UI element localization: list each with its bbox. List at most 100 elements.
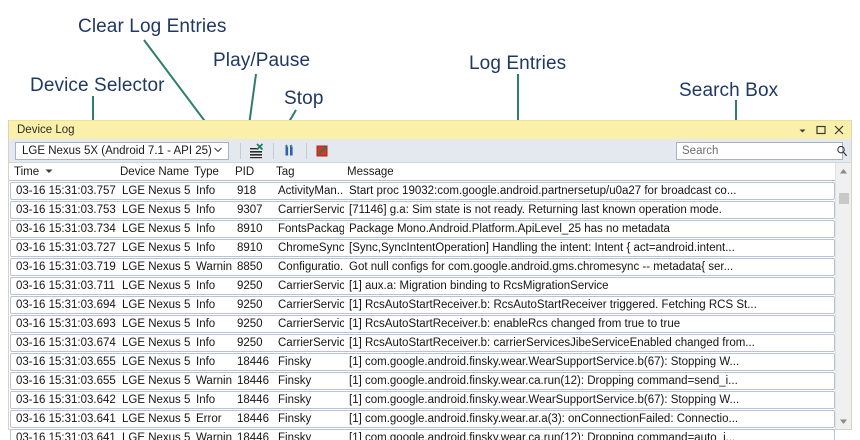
cell-time: 03-16 15:31:03.674 xyxy=(16,337,116,349)
cell-type: Info xyxy=(196,356,216,368)
vertical-scrollbar[interactable] xyxy=(835,163,851,429)
cell-time: 03-16 15:31:03.753 xyxy=(16,204,116,216)
scroll-up-icon[interactable] xyxy=(836,163,852,179)
cell-tag: Finsky xyxy=(278,413,312,425)
window-menu-caret-icon[interactable] xyxy=(797,125,808,136)
cell-pid: 18446 xyxy=(237,413,269,425)
cell-pid: 18446 xyxy=(237,394,269,406)
chevron-down-icon xyxy=(212,147,225,155)
cell-time: 03-16 15:31:03.719 xyxy=(16,261,116,273)
cell-message: [71146] g.a: Sim state is not ready. Ret… xyxy=(349,204,722,216)
cell-device-name: LGE Nexus 5X xyxy=(122,299,191,311)
cell-type: Info xyxy=(196,280,216,292)
cell-device-name: LGE Nexus 5X xyxy=(122,337,191,349)
search-box[interactable] xyxy=(676,142,848,160)
search-icon[interactable] xyxy=(836,145,848,157)
device-log-pane: Device Log LGE Nexus 5X xyxy=(8,120,852,440)
cell-tag: ChromeSync xyxy=(278,242,344,254)
pane-titlebar: Device Log xyxy=(9,120,851,139)
cell-message: Start proc 19032:com.google.android.part… xyxy=(349,185,737,197)
cell-time: 03-16 15:31:03.655 xyxy=(16,356,116,368)
toolbar-separator-2 xyxy=(272,142,274,159)
cell-tag: Configuratio... xyxy=(278,261,344,273)
cell-message: Package Mono.Android.Platform.ApiLevel_2… xyxy=(349,223,670,235)
clear-log-entries-button[interactable] xyxy=(246,141,266,160)
cell-message: [1] RcsAutoStartReceiver.b: carrierServi… xyxy=(349,337,755,349)
cell-device-name: LGE Nexus 5X xyxy=(122,413,191,425)
close-icon[interactable] xyxy=(833,125,844,136)
stop-button[interactable] xyxy=(312,141,332,160)
cell-pid: 8910 xyxy=(237,223,263,235)
cell-time: 03-16 15:31:03.694 xyxy=(16,299,116,311)
column-header-pid[interactable]: PID xyxy=(235,165,255,178)
cell-message: [1] RcsAutoStartReceiver.b: RcsAutoStart… xyxy=(349,299,757,311)
cell-type: Warning xyxy=(196,261,232,273)
cell-pid: 918 xyxy=(237,185,257,197)
maximize-icon[interactable] xyxy=(815,125,826,136)
cell-time: 03-16 15:31:03.641 xyxy=(16,413,116,425)
cell-type: Warning xyxy=(196,432,232,440)
cell-pid: 8850 xyxy=(237,261,263,273)
cell-pid: 9307 xyxy=(237,204,263,216)
cell-message: [1] RcsAutoStartReceiver.b: enableRcs ch… xyxy=(349,318,681,330)
cell-time: 03-16 15:31:03.693 xyxy=(16,318,116,330)
cell-type: Info xyxy=(196,394,216,406)
column-header-device-name[interactable]: Device Name xyxy=(120,165,189,178)
cell-type: Info xyxy=(196,299,216,311)
scrollbar-track[interactable] xyxy=(836,179,852,413)
cell-tag: CarrierServices xyxy=(278,318,344,330)
annotation-play-pause: Play/Pause xyxy=(213,50,311,71)
cell-pid: 9250 xyxy=(237,337,263,349)
toolbar-separator-1 xyxy=(239,142,241,159)
cell-type: Error xyxy=(196,413,222,425)
log-entry-row[interactable]: 03-16 15:31:03.641 LGE Nexus 5X Error 18446… xyxy=(10,410,835,428)
cell-tag: ActivityMan... xyxy=(278,185,344,197)
cell-pid: 18446 xyxy=(237,356,269,368)
cell-tag: CarrierServices xyxy=(278,204,344,216)
cell-device-name: LGE Nexus 5X xyxy=(122,280,191,292)
column-header-type[interactable]: Type xyxy=(194,165,219,178)
cell-time: 03-16 15:31:03.711 xyxy=(16,280,115,292)
search-input[interactable] xyxy=(682,145,836,157)
cell-tag: Finsky xyxy=(278,432,312,440)
cell-message: [1] com.google.android.finsky.wear.ar.a(… xyxy=(349,413,739,425)
cell-time: 03-16 15:31:03.757 xyxy=(16,185,116,197)
scroll-down-icon[interactable] xyxy=(836,413,852,429)
annotation-stop: Stop xyxy=(284,88,324,109)
cell-type: Info xyxy=(196,242,216,254)
cell-message: Got null configs for com.google.android.… xyxy=(349,261,734,273)
device-selector-combobox[interactable]: LGE Nexus 5X (Android 7.1 - API 25) xyxy=(15,141,229,160)
cell-message: [1] com.google.android.finsky.wear.WearS… xyxy=(349,394,740,406)
scrollbar-thumb[interactable] xyxy=(838,193,849,204)
toolbar-separator-3 xyxy=(305,142,307,159)
cell-pid: 8910 xyxy=(237,242,263,254)
cell-tag: Finsky xyxy=(278,375,312,387)
column-header-tag[interactable]: Tag xyxy=(276,165,295,178)
play-pause-button[interactable] xyxy=(279,141,299,160)
device-selector-value: LGE Nexus 5X (Android 7.1 - API 25) xyxy=(22,144,212,157)
cell-device-name: LGE Nexus 5X xyxy=(122,242,191,254)
cell-pid: 9250 xyxy=(237,280,263,292)
cell-device-name: LGE Nexus 5X xyxy=(122,356,191,368)
column-header-message[interactable]: Message xyxy=(347,165,394,178)
column-header-time[interactable]: Time xyxy=(9,164,115,180)
log-grid-wrapper: Time Device Name Type PID Tag Message 03… xyxy=(9,163,851,440)
cell-tag: Finsky xyxy=(278,394,312,406)
cell-pid: 18446 xyxy=(237,432,269,440)
column-header-time-label: Time xyxy=(14,165,40,178)
cell-pid: 9250 xyxy=(237,299,263,311)
